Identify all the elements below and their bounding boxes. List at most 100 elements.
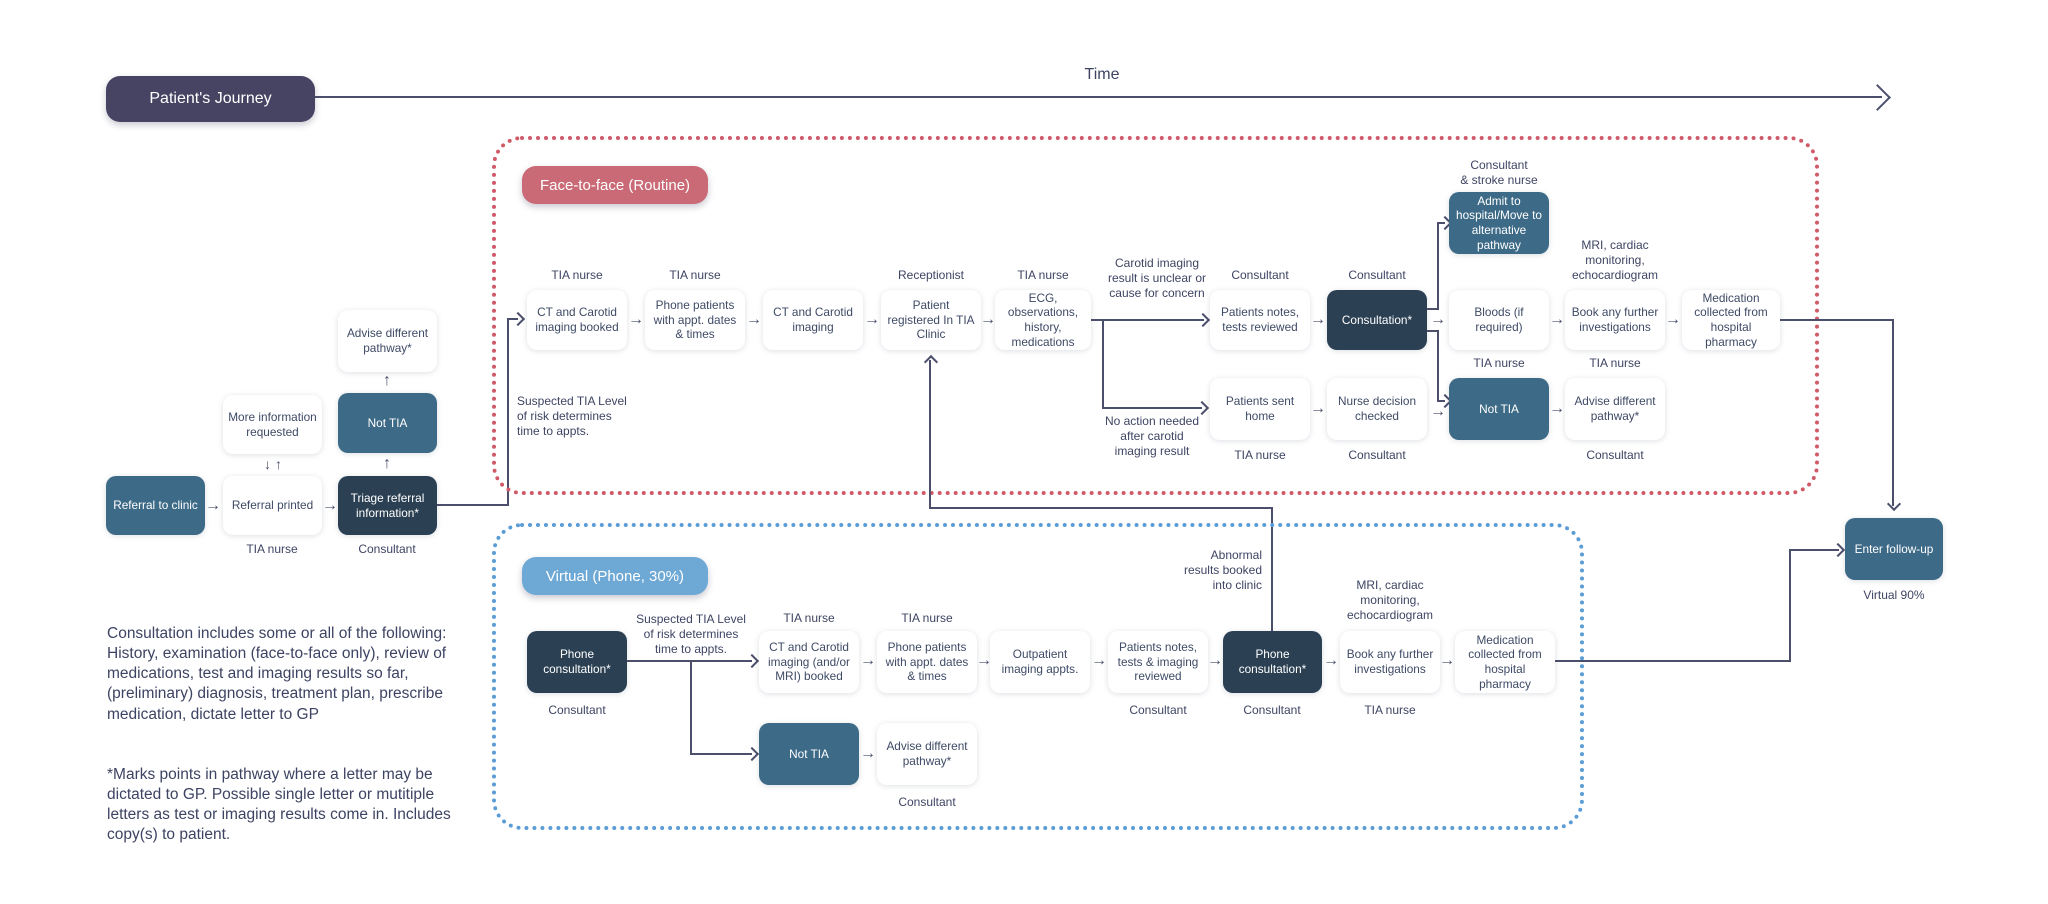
arrow-right-icon: → xyxy=(1207,652,1223,669)
node-advise-different-pathway-left: Advise different pathway* xyxy=(338,310,437,372)
arrow-right-icon: → xyxy=(1430,403,1446,420)
connector-line xyxy=(1437,330,1439,401)
node-bloods: Bloods (if required) xyxy=(1449,290,1549,350)
arrow-right-icon: → xyxy=(1091,652,1107,669)
node-patients-sent-home: Patients sent home xyxy=(1210,378,1310,440)
role-label: Consultant xyxy=(1243,703,1301,717)
node-ecg-observations: ECG, observations, history, medications xyxy=(995,290,1091,350)
connector-line xyxy=(1427,330,1438,332)
connector-line xyxy=(1102,320,1104,408)
connector-line xyxy=(1437,400,1445,402)
role-label: Consultant xyxy=(1586,448,1644,462)
role-label: Consultant xyxy=(1129,703,1187,717)
node-ct-carotid-booked: CT and Carotid imaging booked xyxy=(527,290,627,350)
role-label: Consultant xyxy=(1231,268,1289,282)
node-medication-collected-virtual: Medication collected from hospital pharm… xyxy=(1455,631,1555,693)
arrow-right-icon: → xyxy=(864,311,880,328)
time-axis-label: Time xyxy=(1084,66,1120,83)
asterisk-footnote: *Marks points in pathway where a letter … xyxy=(107,765,451,844)
node-not-tia-virtual: Not TIA xyxy=(759,723,859,785)
abnormal-results-note: Abnormal results booked into clinic xyxy=(1183,548,1262,592)
role-label: TIA nurse xyxy=(669,268,721,282)
role-label: TIA nurse xyxy=(1364,703,1416,717)
role-label: Consultant xyxy=(1348,448,1406,462)
arrow-right-icon: → xyxy=(1323,652,1339,669)
connector-line xyxy=(1102,407,1202,409)
role-label: TIA nurse xyxy=(901,611,953,625)
node-referral-to-clinic: Referral to clinic xyxy=(106,476,205,535)
connector-line xyxy=(1091,319,1204,321)
role-label: TIA nurse xyxy=(1473,356,1525,370)
node-not-tia-f2f: Not TIA xyxy=(1449,378,1549,440)
virtual-90-label: Virtual 90% xyxy=(1863,588,1925,602)
face-to-face-zone xyxy=(492,136,1819,495)
node-triage-referral: Triage referral information* xyxy=(338,476,437,535)
node-more-information-requested: More information requested xyxy=(223,395,322,454)
arrow-right-icon: → xyxy=(1310,400,1326,417)
node-not-tia-left: Not TIA xyxy=(338,393,437,453)
node-nurse-decision-checked: Nurse decision checked xyxy=(1327,378,1427,440)
role-label: TIA nurse xyxy=(1589,356,1641,370)
mri-monitoring-note: MRI, cardiac monitoring, echocardiogram xyxy=(1571,238,1659,282)
node-phone-patients-virtual: Phone patients with appt. dates & times xyxy=(877,631,977,693)
virtual-pill: Virtual (Phone, 30%) xyxy=(522,557,708,595)
node-phone-consultation-2: Phone consultation* xyxy=(1223,631,1322,693)
connector-line xyxy=(1789,549,1839,551)
node-consultation: Consultation* xyxy=(1327,290,1427,350)
connector-line xyxy=(929,360,931,507)
connector-line xyxy=(690,753,752,755)
virtual-zone xyxy=(492,523,1584,830)
node-book-further-investigations-f2f: Book any further investigations xyxy=(1565,290,1665,350)
connector-line xyxy=(1780,319,1894,321)
node-advise-different-pathway-virtual: Advise different pathway* xyxy=(877,723,977,785)
connector-line xyxy=(507,318,518,320)
node-book-further-investigations-virtual: Book any further investigations xyxy=(1340,631,1440,693)
connector-line xyxy=(1271,507,1273,631)
role-label: Receptionist xyxy=(897,268,965,282)
node-phone-patients-f2f: Phone patients with appt. dates & times xyxy=(645,290,745,350)
role-label: TIA nurse xyxy=(551,268,603,282)
connector-line xyxy=(929,507,1273,509)
arrow-right-icon: → xyxy=(980,311,996,328)
arrow-right-icon: → xyxy=(860,745,876,762)
timeline-arrowhead-icon xyxy=(1864,84,1891,111)
mri-monitoring-note-virtual: MRI, cardiac monitoring, echocardiogram xyxy=(1346,578,1434,622)
node-enter-follow-up: Enter follow-up xyxy=(1845,518,1943,580)
connector-line xyxy=(1437,222,1445,224)
unclear-result-note: Carotid imaging result is unclear or cau… xyxy=(1107,256,1207,300)
entry-note: Suspected TIA Level of risk determines t… xyxy=(517,394,627,438)
arrowhead-icon xyxy=(1886,496,1902,512)
arrow-right-icon: → xyxy=(860,652,876,669)
arrow-right-icon: → xyxy=(322,497,338,514)
node-advise-different-pathway-f2f: Advise different pathway* xyxy=(1565,378,1665,440)
footnotes: Consultation includes some or all of the… xyxy=(107,624,457,885)
node-admit-to-hospital: Admit to hospital/Move to alternative pa… xyxy=(1449,192,1549,254)
timeline-line xyxy=(315,96,1882,98)
connector-line xyxy=(1789,549,1791,662)
arrow-right-icon: → xyxy=(976,652,992,669)
consultation-footnote: Consultation includes some or all of the… xyxy=(107,625,447,723)
role-label: Consultant xyxy=(898,795,956,809)
connector-line xyxy=(690,661,692,754)
no-action-note: No action needed after carotid imaging r… xyxy=(1104,414,1200,458)
connector-line xyxy=(1437,222,1439,310)
arrow-right-icon: → xyxy=(1549,400,1565,417)
node-patient-registered: Patient registered In TIA Clinic xyxy=(881,290,981,350)
role-label: TIA nurse xyxy=(1017,268,1069,282)
arrow-right-icon: → xyxy=(1665,311,1681,328)
arrow-up-icon: ↑ xyxy=(383,372,391,389)
arrow-right-icon: → xyxy=(628,311,644,328)
node-referral-printed: Referral printed xyxy=(223,476,322,535)
role-label: TIA nurse xyxy=(1234,448,1286,462)
connector-line xyxy=(627,660,752,662)
role-label: Consultant xyxy=(548,703,606,717)
connector-line xyxy=(1427,308,1438,310)
arrow-right-icon: → xyxy=(1430,311,1446,328)
node-patients-notes-reviewed: Patients notes, tests reviewed xyxy=(1210,290,1310,350)
arrowhead-icon xyxy=(1830,542,1846,558)
patients-journey-pill: Patient's Journey xyxy=(106,76,315,122)
role-label: Consultant & stroke nurse xyxy=(1460,158,1538,187)
role-label: Consultant xyxy=(1348,268,1406,282)
arrow-right-icon: → xyxy=(746,311,762,328)
role-label: Consultant xyxy=(358,542,416,556)
